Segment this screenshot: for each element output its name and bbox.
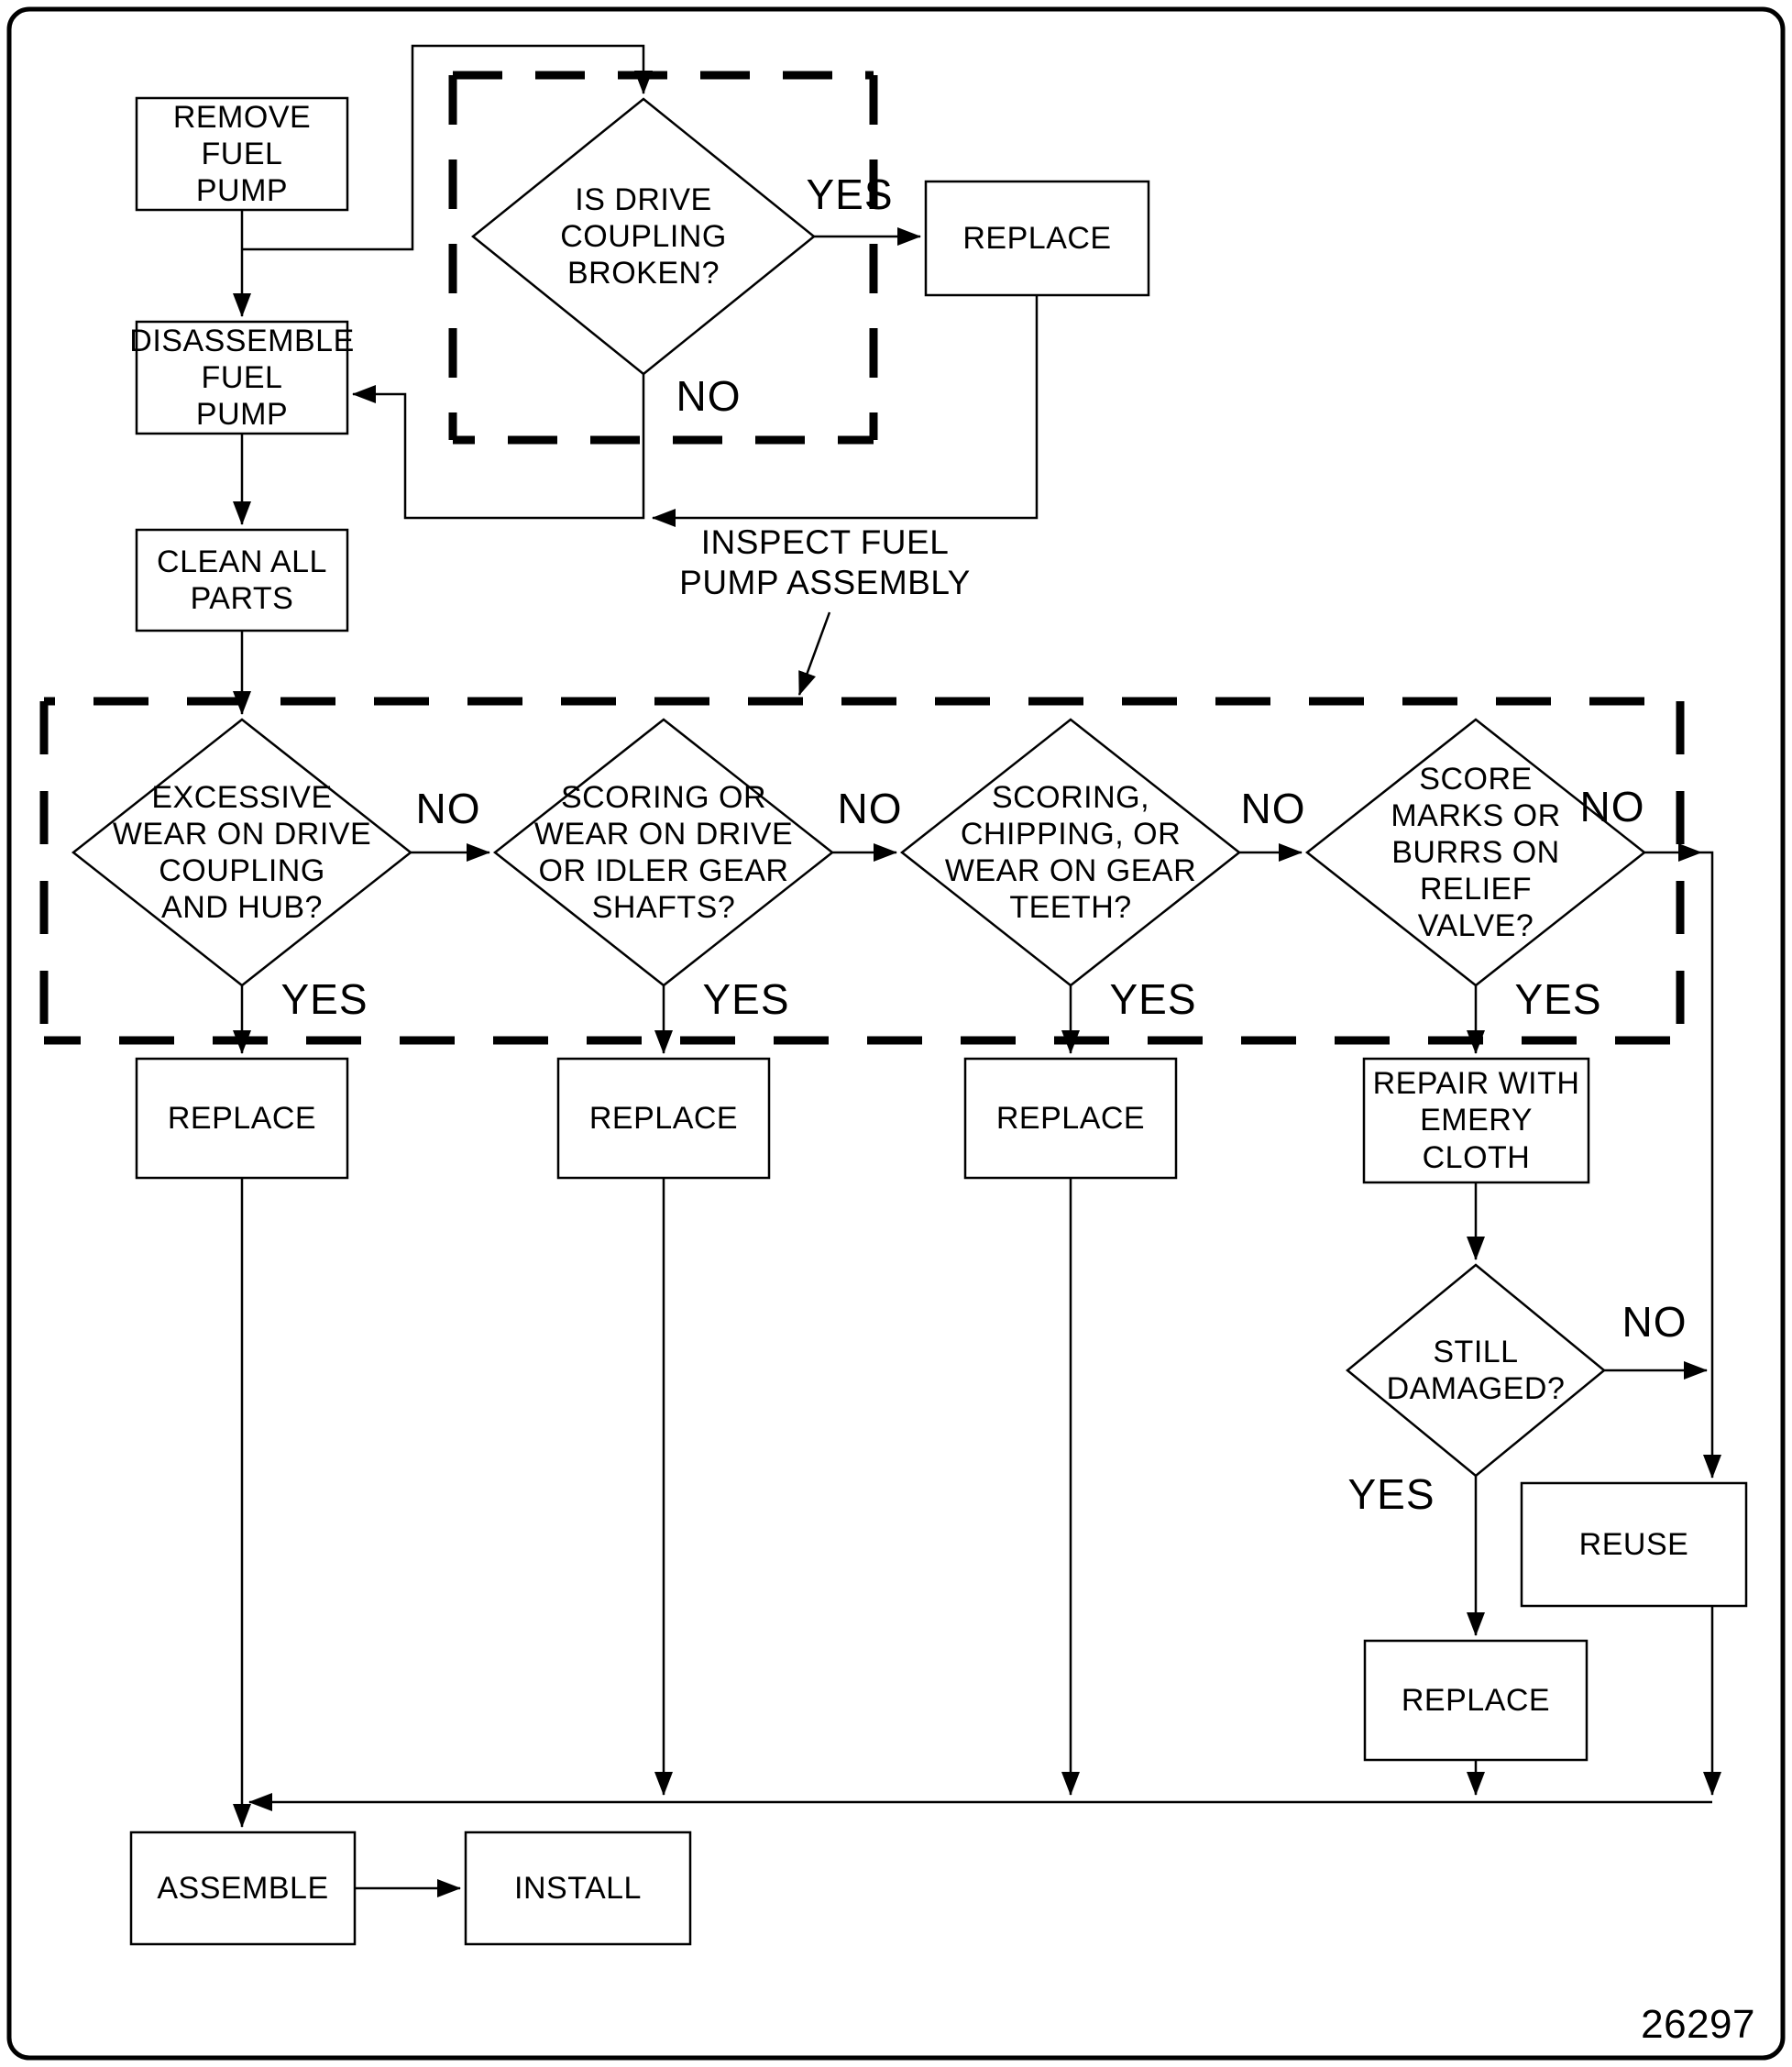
node-wear-hub-question: EXCESSIVE WEAR ON DRIVE COUPLING AND HUB…: [112, 779, 372, 926]
node-remove-fuel-pump: REMOVE FUEL PUMP: [172, 99, 312, 209]
label-yes-still-damaged: YES: [1347, 1469, 1435, 1518]
node-replace-hub: REPLACE: [167, 1100, 317, 1136]
node-replace-teeth: REPLACE: [995, 1100, 1146, 1136]
node-assemble: ASSEMBLE: [157, 1870, 329, 1906]
label-no-wear-teeth: NO: [1240, 784, 1306, 832]
label-yes-coupling: YES: [806, 170, 894, 218]
label-no-still-damaged: NO: [1622, 1297, 1688, 1346]
node-reuse: REUSE: [1578, 1526, 1689, 1562]
node-repair-emery-cloth: REPAIR WITH EMERY CLOTH: [1372, 1066, 1580, 1175]
node-replace-shafts: REPLACE: [588, 1100, 739, 1136]
node-wear-teeth-question: SCORING, CHIPPING, OR WEAR ON GEAR TEETH…: [944, 779, 1197, 926]
page-border: [6, 6, 1786, 2061]
node-disassemble-fuel-pump: DISASSEMBLE FUEL PUMP: [129, 323, 355, 433]
node-still-damaged-question: STILL DAMAGED?: [1386, 1334, 1566, 1406]
connector-remove-to-coupling-diamond: [242, 44, 653, 251]
label-yes-wear-hub: YES: [280, 974, 368, 1023]
node-coupling-broken-question: IS DRIVE COUPLING BROKEN?: [560, 181, 727, 291]
node-install: INSTALL: [514, 1870, 642, 1906]
label-no-wear-shafts: NO: [837, 784, 903, 832]
label-inspect-fuel-pump-assembly: INSPECT FUEL PUMP ASSEMBLY: [679, 523, 971, 601]
box-install: [464, 1831, 692, 1946]
label-no-coupling: NO: [676, 371, 742, 420]
node-burrs-valve-question: SCORE MARKS OR BURRS ON RELIEF VALVE?: [1391, 761, 1561, 944]
node-clean-all-parts: CLEAN ALL PARTS: [157, 544, 327, 616]
label-yes-wear-shafts: YES: [702, 974, 790, 1023]
label-yes-burrs-valve: YES: [1514, 974, 1602, 1023]
pointer-inspect-label: [797, 611, 831, 696]
node-wear-shafts-question: SCORING OR WEAR ON DRIVE OR IDLER GEAR S…: [533, 779, 794, 926]
figure-number: 26297: [1641, 2002, 1755, 2048]
connector-coupling-no-to-disassemble: [352, 374, 645, 520]
label-no-burrs-valve: NO: [1579, 782, 1645, 830]
label-yes-wear-teeth: YES: [1109, 974, 1197, 1023]
box-reuse: [1520, 1481, 1748, 1608]
node-replace-coupling: REPLACE: [962, 220, 1112, 256]
label-no-wear-hub: NO: [415, 784, 481, 832]
dashed-box-drive-coupling-check: [448, 71, 878, 445]
dashed-box-inspect-assembly: [39, 697, 1685, 1045]
connector-valve-no-to-reuse: [1701, 851, 1721, 1479]
node-replace-valve: REPLACE: [1401, 1682, 1551, 1718]
connector-replace-return: [652, 295, 1039, 527]
